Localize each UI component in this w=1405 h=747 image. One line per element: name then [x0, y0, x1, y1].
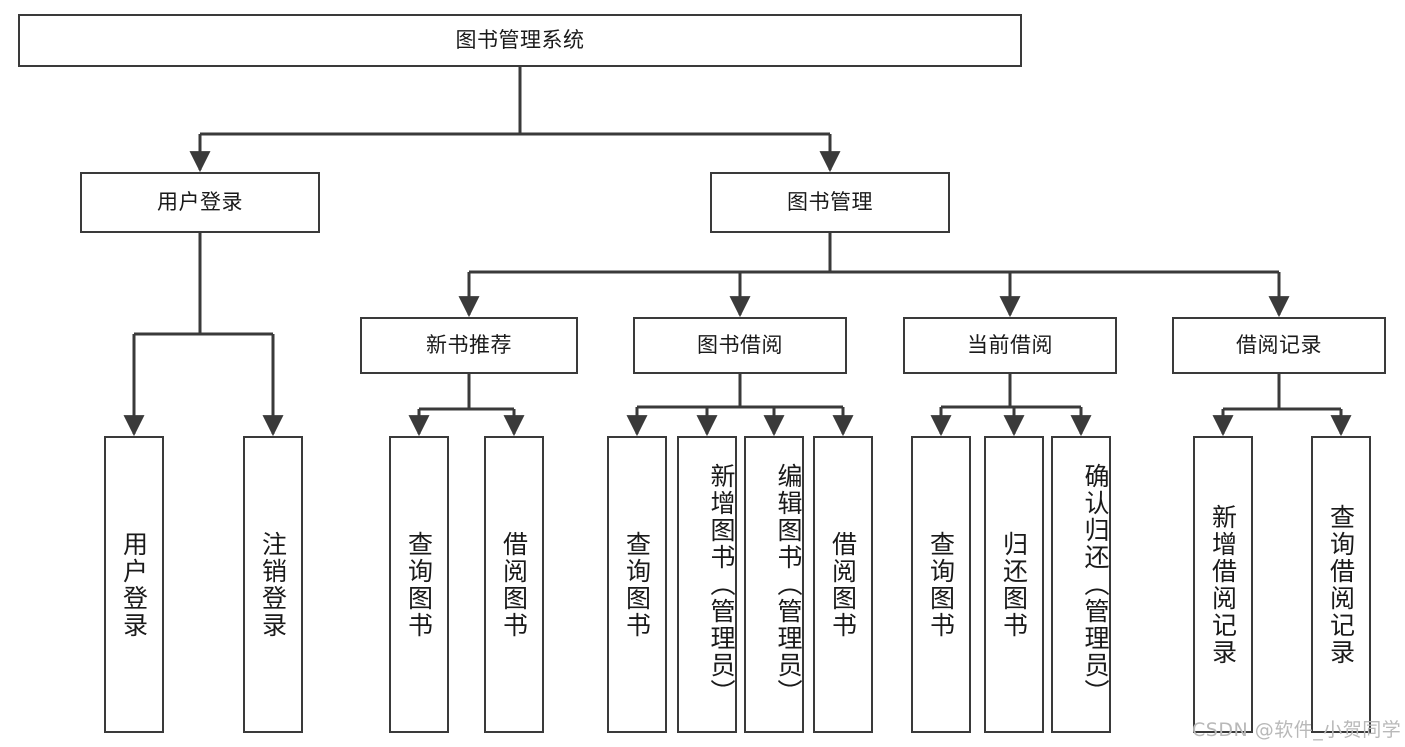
node-root-label: 图书管理系统	[455, 27, 585, 52]
leaf-label: 查询借阅记录	[1326, 503, 1356, 666]
leaf-borrow-book-2[interactable]: 借阅图书	[813, 436, 873, 733]
node-new-book-recommend[interactable]: 新书推荐	[360, 317, 578, 374]
leaf-logout[interactable]: 注销登录	[243, 436, 303, 733]
leaf-label: 注销登录	[258, 530, 288, 639]
leaf-label: 编辑图书（管理员）	[774, 463, 803, 706]
node-borrow-record-label: 借阅记录	[1236, 332, 1322, 357]
leaf-label: 借阅图书	[828, 530, 858, 639]
node-root[interactable]: 图书管理系统	[18, 14, 1022, 67]
leaf-label: 新增图书（管理员）	[707, 463, 736, 706]
node-book-borrow-label: 图书借阅	[697, 332, 783, 357]
leaf-query-borrow-record[interactable]: 查询借阅记录	[1311, 436, 1371, 733]
leaf-label: 查询图书	[926, 530, 956, 639]
leaf-add-borrow-record[interactable]: 新增借阅记录	[1193, 436, 1253, 733]
leaf-user-login[interactable]: 用户登录	[104, 436, 164, 733]
node-book-borrow[interactable]: 图书借阅	[633, 317, 847, 374]
leaf-label: 查询图书	[404, 530, 434, 639]
node-book-management-label: 图书管理	[787, 189, 873, 214]
node-current-borrow-label: 当前借阅	[967, 332, 1053, 357]
leaf-label: 归还图书	[999, 530, 1029, 639]
leaf-query-book-1[interactable]: 查询图书	[389, 436, 449, 733]
leaf-confirm-return-admin[interactable]: 确认归还（管理员）	[1051, 436, 1111, 733]
node-current-borrow[interactable]: 当前借阅	[903, 317, 1117, 374]
node-user-login[interactable]: 用户登录	[80, 172, 320, 233]
node-book-management[interactable]: 图书管理	[710, 172, 950, 233]
leaf-edit-book-admin[interactable]: 编辑图书（管理员）	[744, 436, 804, 733]
leaf-label: 用户登录	[119, 530, 149, 639]
csdn-watermark: CSDN @软件_小贺同学	[1192, 719, 1402, 741]
node-new-book-recommend-label: 新书推荐	[426, 332, 512, 357]
leaf-return-book[interactable]: 归还图书	[984, 436, 1044, 733]
node-borrow-record[interactable]: 借阅记录	[1172, 317, 1386, 374]
leaf-label: 借阅图书	[499, 530, 529, 639]
leaf-borrow-book-1[interactable]: 借阅图书	[484, 436, 544, 733]
leaf-query-book-3[interactable]: 查询图书	[911, 436, 971, 733]
node-user-login-label: 用户登录	[157, 189, 243, 214]
leaf-label: 新增借阅记录	[1208, 503, 1238, 666]
leaf-add-book-admin[interactable]: 新增图书（管理员）	[677, 436, 737, 733]
leaf-label: 确认归还（管理员）	[1081, 463, 1110, 706]
leaf-label: 查询图书	[622, 530, 652, 639]
leaf-query-book-2[interactable]: 查询图书	[607, 436, 667, 733]
